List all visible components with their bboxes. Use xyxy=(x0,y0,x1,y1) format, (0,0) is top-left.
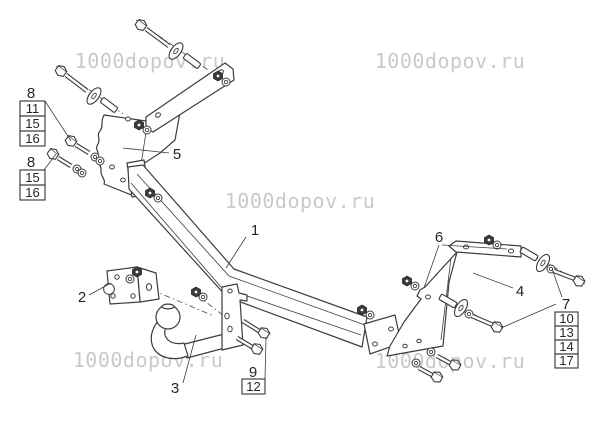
washer-ring xyxy=(221,77,231,87)
washer-ring xyxy=(410,281,420,291)
stack-cell: 14 xyxy=(559,339,573,354)
parts-stack-left-lower: 8 15 16 xyxy=(19,154,46,201)
part-right-bracket xyxy=(386,240,522,357)
stack-cell: 15 xyxy=(25,170,39,185)
part-ball-hook xyxy=(150,283,248,360)
bolt-hook-lower xyxy=(235,336,265,357)
nut xyxy=(401,275,413,287)
parts-stack-right: 7 10 13 14 17 xyxy=(554,296,579,369)
washer-ring xyxy=(365,310,375,320)
hook-neck xyxy=(150,320,189,360)
stack-header: 7 xyxy=(562,296,570,313)
stack-cell: 12 xyxy=(246,379,260,394)
parts-stack-bottom: 9 12 xyxy=(241,364,266,395)
washer-ring xyxy=(95,156,105,166)
callout-part5: 5 xyxy=(173,146,181,163)
watermark-text: 1000dopov.ru xyxy=(375,49,526,73)
washer-ring xyxy=(125,274,135,284)
bolt-long-right-middle xyxy=(438,293,505,335)
stack-cell: 16 xyxy=(25,131,39,146)
washer-ring xyxy=(492,240,502,250)
bolt-bracket4-lower xyxy=(411,358,445,385)
leader-lines xyxy=(43,100,563,384)
parts-stack-left-upper: 8 11 15 16 xyxy=(19,85,46,147)
watermark-text: 1000dopov.ru xyxy=(75,49,226,73)
nut xyxy=(131,266,143,278)
washer-ring xyxy=(426,347,436,357)
nut xyxy=(212,70,224,82)
nut xyxy=(356,304,368,316)
bolt-long-right-top xyxy=(519,246,587,289)
callout-part6: 6 xyxy=(435,229,443,246)
bolt-long-upper-right xyxy=(133,17,202,70)
hook-plate xyxy=(221,283,248,351)
stack-cell: 10 xyxy=(559,311,573,326)
washer-ring xyxy=(198,292,208,302)
callout-part2: 2 xyxy=(78,289,86,306)
washer-ring xyxy=(142,125,152,135)
watermark-text: 1000dopov.ru xyxy=(225,189,376,213)
stack-cell: 11 xyxy=(26,101,40,116)
washer-ring xyxy=(153,193,163,203)
callout-part1: 1 xyxy=(251,222,259,239)
washer-ring xyxy=(77,168,87,178)
callout-part3: 3 xyxy=(171,380,179,397)
bolt-small-left-upper xyxy=(63,133,105,166)
bolt-hook-upper xyxy=(241,319,272,341)
part-side-plate xyxy=(103,266,160,305)
callout-part4: 4 xyxy=(516,283,524,300)
bolt-small-left-lower xyxy=(45,146,87,178)
part-left-bracket xyxy=(95,62,235,197)
bolt-long-upper-left xyxy=(53,63,119,114)
stack-header: 9 xyxy=(249,364,257,381)
stack-cell: 13 xyxy=(559,325,573,340)
washer-ring xyxy=(411,358,421,368)
bolt-bracket4-upper xyxy=(426,347,463,373)
nut xyxy=(133,119,145,131)
watermarks: 1000dopov.ru 1000dopov.ru 1000dopov.ru 1… xyxy=(73,49,526,373)
stack-header: 8 xyxy=(27,154,35,171)
stack-cell: 17 xyxy=(559,353,573,368)
stack-header: 8 xyxy=(27,85,35,102)
nut xyxy=(144,187,156,199)
callouts: 1 2 3 4 5 6 xyxy=(78,146,524,397)
nut xyxy=(483,234,495,246)
stack-cell: 15 xyxy=(25,116,39,131)
stack-cell: 16 xyxy=(25,185,39,200)
